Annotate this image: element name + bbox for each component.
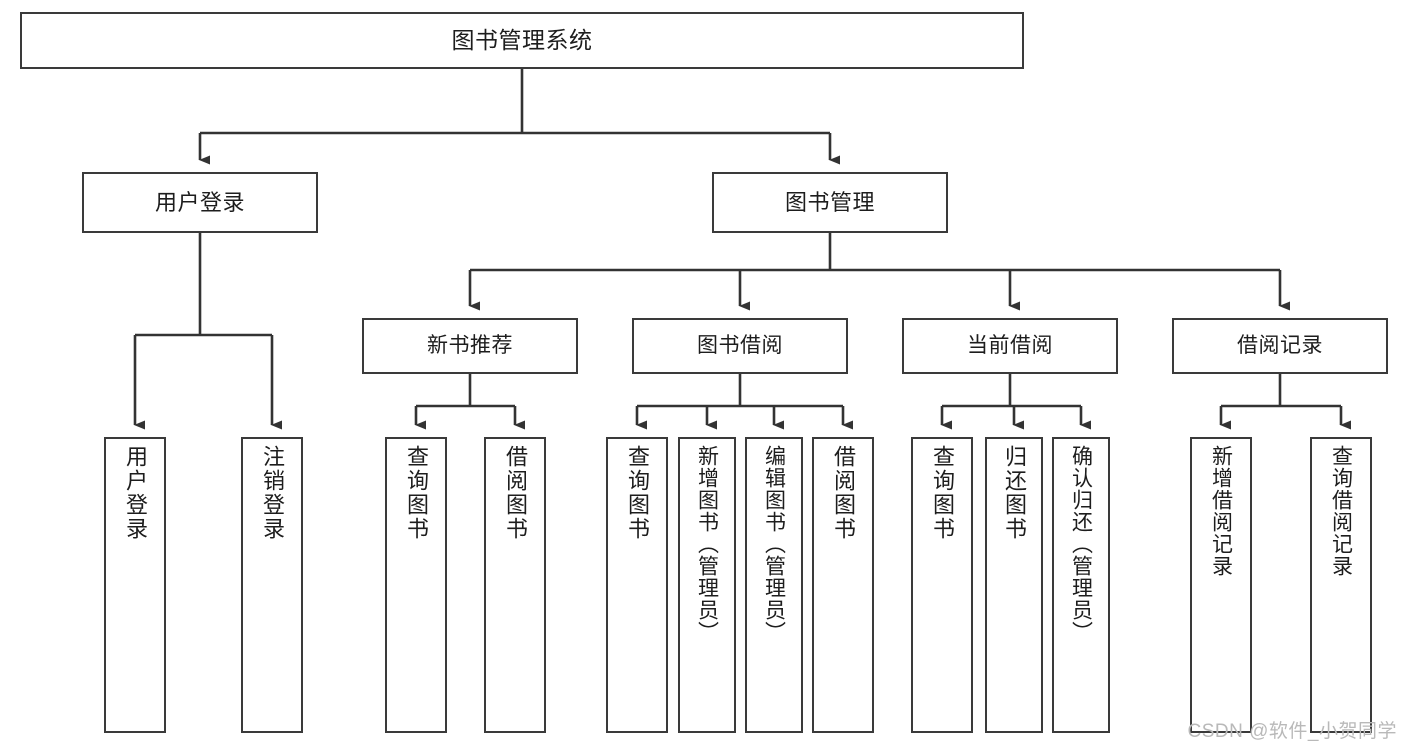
node-label: 借阅记录 (1237, 333, 1323, 357)
node-book-management[interactable]: 图书管理 (712, 172, 948, 233)
node-label: 查询图书 (930, 445, 955, 541)
node-label: 新增图书（管理员） (695, 445, 719, 643)
node-label: 新增借阅记录 (1209, 445, 1233, 577)
node-label: 查询图书 (625, 445, 650, 541)
node-leaf-borrow-book-newbook[interactable]: 借阅图书 (484, 437, 546, 733)
node-label: 注销登录 (260, 445, 285, 541)
node-leaf-add-borrow-record[interactable]: 新增借阅记录 (1190, 437, 1252, 733)
node-label: 编辑图书（管理员） (762, 445, 786, 643)
node-leaf-logout[interactable]: 注销登录 (241, 437, 303, 733)
node-leaf-query-book-borrow[interactable]: 查询图书 (606, 437, 668, 733)
node-book-borrow[interactable]: 图书借阅 (632, 318, 848, 374)
node-label: 查询借阅记录 (1329, 445, 1353, 577)
node-label: 确认归还（管理员） (1069, 445, 1093, 643)
node-new-book-recommend[interactable]: 新书推荐 (362, 318, 578, 374)
node-current-borrow[interactable]: 当前借阅 (902, 318, 1118, 374)
node-label: 查询图书 (404, 445, 429, 541)
node-leaf-return-book[interactable]: 归还图书 (985, 437, 1043, 733)
node-leaf-add-book-admin[interactable]: 新增图书（管理员） (678, 437, 736, 733)
node-leaf-edit-book-admin[interactable]: 编辑图书（管理员） (745, 437, 803, 733)
node-root-book-management-system[interactable]: 图书管理系统 (20, 12, 1024, 69)
node-label: 图书借阅 (697, 333, 783, 357)
node-label: 归还图书 (1002, 445, 1027, 541)
node-label: 借阅图书 (503, 445, 528, 541)
node-leaf-query-book-current[interactable]: 查询图书 (911, 437, 973, 733)
node-label: 借阅图书 (831, 445, 856, 541)
node-label: 用户登录 (154, 189, 245, 215)
node-leaf-query-book-newbook[interactable]: 查询图书 (385, 437, 447, 733)
node-leaf-user-login[interactable]: 用户登录 (104, 437, 166, 733)
node-leaf-borrow-book-borrow[interactable]: 借阅图书 (812, 437, 874, 733)
node-leaf-confirm-return-admin[interactable]: 确认归还（管理员） (1052, 437, 1110, 733)
node-label: 图书管理系统 (451, 26, 593, 53)
node-user-login[interactable]: 用户登录 (82, 172, 318, 233)
node-borrow-record[interactable]: 借阅记录 (1172, 318, 1388, 374)
node-label: 用户登录 (123, 445, 148, 541)
node-label: 图书管理 (784, 189, 875, 215)
node-leaf-query-borrow-record[interactable]: 查询借阅记录 (1310, 437, 1372, 733)
node-label: 新书推荐 (427, 333, 513, 357)
csdn-watermark: CSDN @软件_小贺同学 (1187, 721, 1397, 742)
node-label: 当前借阅 (967, 333, 1053, 357)
